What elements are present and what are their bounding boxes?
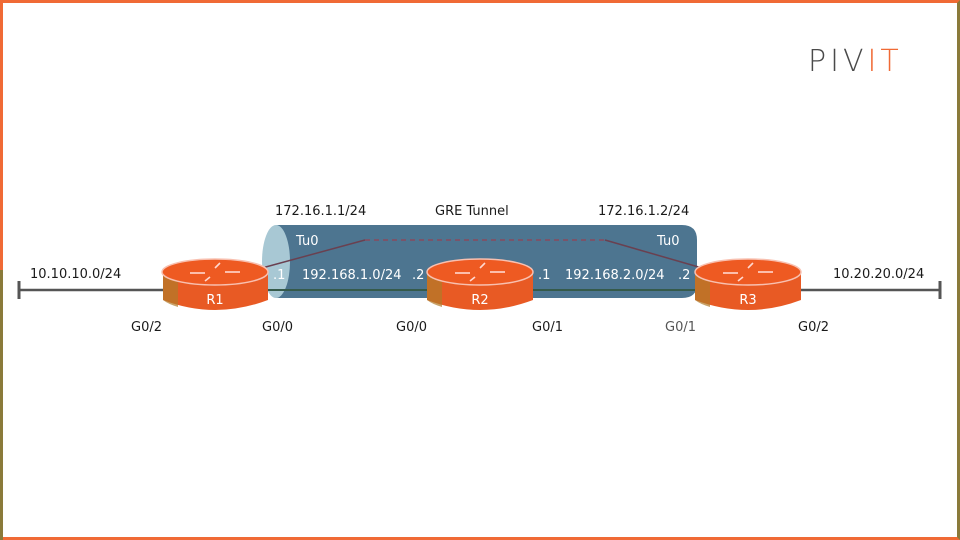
tunnel-left-ip: 172.16.1.1/24 [275, 204, 367, 219]
r2-link2-octet: .1 [538, 268, 551, 283]
r3-g01-label: G0/1 [665, 320, 696, 335]
tunnel-right-ip: 172.16.1.2/24 [598, 204, 690, 219]
tunnel-path-right [604, 239, 703, 269]
tunnel-left-if: Tu0 [296, 234, 319, 249]
link2-network: 192.168.2.0/24 [565, 268, 665, 283]
router-r2-label: R2 [471, 293, 489, 308]
r1-g00-label: G0/0 [262, 320, 293, 335]
r2-link1-octet: .2 [412, 268, 425, 283]
link1-network: 192.168.1.0/24 [302, 268, 402, 283]
r3-link2-octet: .2 [678, 268, 691, 283]
logo-text-left: PIV [808, 44, 868, 79]
gre-tunnel-label: GRE Tunnel [435, 204, 509, 219]
frame-border-left-lower [0, 270, 3, 540]
tunnel-right-if: Tu0 [657, 234, 680, 249]
pivit-logo: PIVIT [808, 44, 903, 79]
router-r1-icon[interactable] [161, 258, 269, 310]
r1-link1-octet: .1 [273, 268, 286, 283]
r1-g02-label: G0/2 [131, 320, 162, 335]
router-r3-icon[interactable] [694, 258, 802, 310]
r2-g00-label: G0/0 [396, 320, 427, 335]
tunnel-path-left [261, 239, 366, 269]
logo-text-right: IT [867, 44, 903, 79]
router-r3-label: R3 [739, 293, 757, 308]
left-lan-network: 10.10.10.0/24 [30, 267, 122, 282]
r3-g02-label: G0/2 [798, 320, 829, 335]
r2-g01-label: G0/1 [532, 320, 563, 335]
right-lan-network: 10.20.20.0/24 [833, 267, 925, 282]
router-r1-label: R1 [206, 293, 224, 308]
router-r2-icon[interactable] [426, 258, 534, 310]
